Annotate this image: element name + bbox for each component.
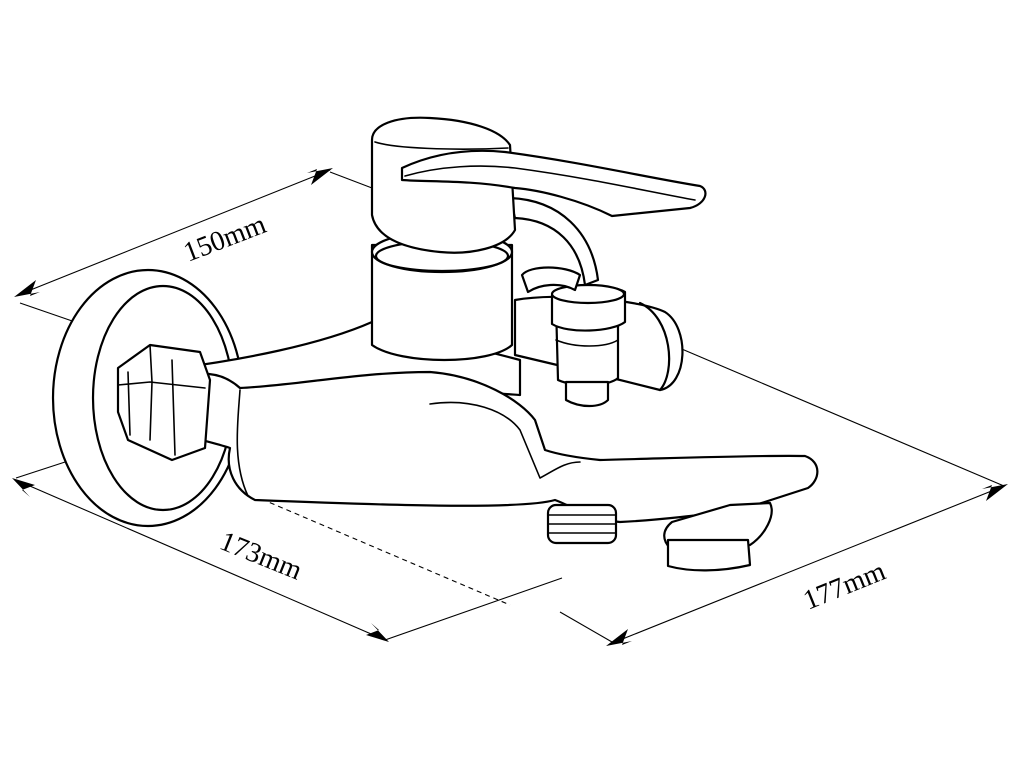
diverter-housing-curve [638, 301, 671, 392]
diverter-knob-tip [564, 380, 610, 408]
hex-nut-face-2 [127, 371, 131, 436]
center-dashed-line [244, 491, 511, 606]
spout-inner-contour [429, 401, 581, 479]
arrow-173-end [366, 623, 389, 642]
diverter-bracket [520, 266, 582, 294]
hex-nut-face-3 [171, 359, 176, 456]
diverter-knob-top [550, 283, 626, 305]
dim-label-150: 150mm [179, 209, 270, 269]
ext-line-150-a [19, 302, 79, 324]
spout-front-face [236, 389, 249, 497]
handle-lever-arm [400, 149, 707, 218]
dim-line-173 [15, 479, 386, 641]
handle-rear-swing [508, 196, 600, 287]
arrow-177-start [606, 629, 632, 646]
shower-connector [546, 503, 618, 545]
dim-label-173: 173mm [215, 526, 306, 587]
faucet [51, 116, 819, 572]
dim-line-150 [17, 169, 331, 296]
ext-line-177-b [669, 343, 1005, 487]
arrow-150-start [14, 280, 40, 297]
ext-line-173-b [384, 577, 563, 641]
spout-body [166, 370, 819, 524]
hex-nut-face-4 [117, 381, 206, 389]
lever-handle [370, 116, 707, 287]
diverter-knob-band [555, 339, 619, 347]
dim-label-177: 177mm [799, 556, 890, 617]
dimension-lines [12, 168, 1008, 646]
ext-line-150-b [329, 171, 373, 189]
arrow-177-end [982, 484, 1008, 501]
arrow-173-start [12, 478, 35, 497]
handle-lever-edge [404, 165, 696, 201]
handle-cap-line [374, 141, 509, 150]
hex-nut-body [116, 343, 212, 462]
ext-line-177-a [559, 611, 613, 643]
cylinder-body [370, 243, 514, 362]
spout-outlet-base [666, 538, 752, 572]
hex-nut [116, 343, 212, 462]
dim-line-177 [609, 485, 1005, 645]
arrow-150-end [307, 168, 333, 185]
diverter-knob [520, 266, 627, 408]
